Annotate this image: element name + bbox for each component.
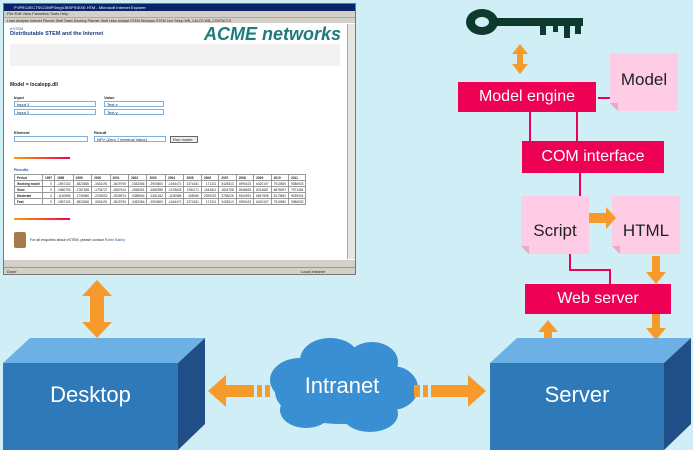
results-cell: 9086933 <box>287 198 307 205</box>
contact-photo <box>14 232 26 248</box>
arrow-script-html <box>589 207 616 229</box>
browser-scrollbar[interactable] <box>347 24 355 260</box>
key-icon <box>466 9 583 38</box>
results-cell: -2903600 <box>146 198 166 205</box>
status-text: Done <box>7 269 17 274</box>
model-label: Model <box>620 70 668 89</box>
element-header: Element <box>14 130 30 135</box>
script-label: Script <box>533 221 577 240</box>
com-interface-label: COM interface <box>522 141 664 173</box>
input-header: Input <box>14 95 24 100</box>
browser-menu[interactable]: File Edit View Favorites Tools Help <box>4 11 355 17</box>
results-title: Results <box>14 167 29 172</box>
model-name: Model = localopp.dll <box>10 82 58 88</box>
intranet-label: Intranet <box>304 373 380 398</box>
input2-field[interactable]: Input 2 <box>14 109 96 115</box>
results-cell: -1464472 <box>164 198 185 205</box>
arrow-key-model-engine <box>512 44 528 74</box>
arrow-html-webserver <box>646 256 666 284</box>
line-script-webserver <box>569 254 611 284</box>
brand-sub: Distributable STEM and the Internet <box>10 31 104 37</box>
results-cell: 4990423 <box>235 198 255 205</box>
value-header: Value <box>104 95 115 100</box>
results-cell: 6420107 <box>253 198 272 205</box>
element-field[interactable] <box>14 136 88 142</box>
results-cell: 7910550 <box>270 198 289 205</box>
footer-text: For all enquiries about eSTEM, please co… <box>30 238 125 242</box>
cloud-icon <box>270 338 418 432</box>
server-label: Server <box>544 382 610 407</box>
results-cell: -1957102 <box>54 198 74 205</box>
arrow-intranet-server <box>414 375 486 407</box>
results-cell: 2374181 <box>183 198 202 205</box>
results-cell: -3434191 <box>91 198 111 205</box>
model-box <box>610 53 678 111</box>
html-label: HTML <box>622 221 670 240</box>
run-model-button[interactable]: Run model <box>170 136 198 143</box>
results-cell: -3619790 <box>109 198 130 205</box>
script-box <box>521 196 589 254</box>
arrow-intranet-desktop <box>208 375 270 407</box>
browser-taskbar <box>4 259 355 267</box>
result-select[interactable]: NPV (Zero 7 terminal Value) <box>94 136 166 142</box>
web-server-label: Web server <box>525 284 671 314</box>
footer-contact-link[interactable]: Robin Bailey <box>104 238 125 242</box>
results-cell: -3452366 <box>127 198 148 205</box>
input1-field[interactable]: Input 1 <box>14 101 96 107</box>
model-engine-label: Model engine <box>458 82 596 112</box>
input2-value-field[interactable]: Text y <box>104 109 164 115</box>
arrow-webserver-server <box>646 314 666 340</box>
browser-links[interactable]: Links Analysis Internet Planner Staff Ta… <box>4 17 355 23</box>
arrow-server-webserver <box>538 320 558 340</box>
html-box <box>612 196 680 254</box>
footer-message: For all enquiries about eSTEM, please co… <box>30 238 104 242</box>
results-cell: 0 <box>41 198 56 205</box>
brand-small: eSTEM <box>10 26 24 31</box>
browser-content: eSTEM Distributable STEM and the Interne… <box>10 24 347 256</box>
results-cell: 171311 <box>200 198 220 205</box>
browser-title: P:\PROJECTS\COMPS\eg\OBSPS\EXE.HTM - Mic… <box>4 4 355 11</box>
browser-status-bar: Done Local intranet <box>4 267 355 274</box>
results-cell: -3823636 <box>72 198 93 205</box>
browser-window: P:\PROJECTS\COMPS\eg\OBSPS\EXE.HTM - Mic… <box>3 3 356 275</box>
desktop-label: Desktop <box>50 382 131 407</box>
zone-text: Local intranet <box>300 269 325 274</box>
result-header: Result <box>94 130 107 135</box>
server-cube <box>490 338 691 450</box>
arrow-browser-desktop <box>82 280 112 338</box>
desktop-cube <box>3 338 205 450</box>
results-cell: 3428313 <box>218 198 237 205</box>
results-cell: Fast <box>14 198 43 205</box>
input1-value-field[interactable]: Text x <box>104 101 164 107</box>
brand-logo: ACME networks <box>204 24 342 44</box>
